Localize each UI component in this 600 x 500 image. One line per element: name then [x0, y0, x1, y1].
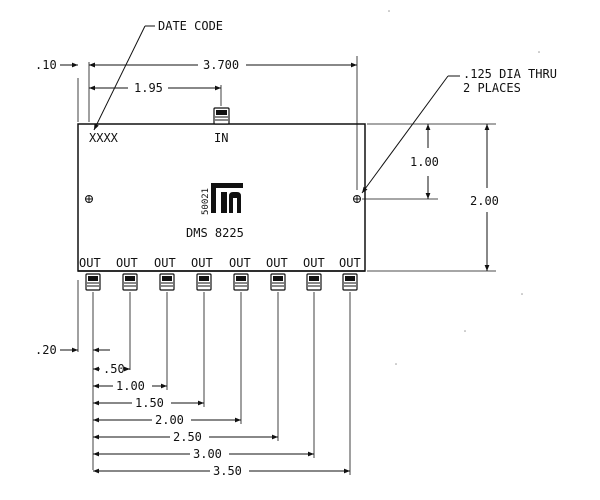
- dim-first-out-offset: .20: [35, 343, 57, 357]
- out-connector-8: [342, 273, 358, 291]
- company-logo: [211, 183, 243, 213]
- hole-note-line2: 2 PLACES: [463, 81, 521, 95]
- speck: [538, 51, 540, 53]
- in-label: IN: [214, 131, 228, 145]
- out-connector-3: [159, 273, 175, 291]
- hole-note-leader: [361, 75, 449, 194]
- speck: [388, 10, 390, 12]
- out-label-1: OUT: [79, 256, 101, 270]
- speck: [395, 363, 397, 365]
- mounting-hole-left: [85, 195, 93, 203]
- out-label-4: OUT: [191, 256, 213, 270]
- dim-out-spacing-5: 2.50: [173, 430, 202, 444]
- part-number: DMS 8225: [186, 226, 244, 240]
- dim-hole-height: 1.00: [410, 155, 439, 169]
- dim-in-position: 1.95: [134, 81, 163, 95]
- hole-note-line1: .125 DIA THRU: [463, 67, 557, 81]
- out-label-5: OUT: [229, 256, 251, 270]
- dim-out-spacing-7: 3.50: [213, 464, 242, 478]
- logo-code: 50021: [201, 188, 211, 215]
- bottom-dimensions: [60, 280, 351, 475]
- out-label-6: OUT: [266, 256, 288, 270]
- dim-overall-height: 2.00: [470, 194, 499, 208]
- bottom-dim-labels: .50 1.00 1.50 2.00 2.50 3.00 3.50: [103, 362, 242, 478]
- out-label-8: OUT: [339, 256, 361, 270]
- in-connector: [213, 107, 230, 125]
- out-label-2: OUT: [116, 256, 138, 270]
- speck: [464, 330, 466, 332]
- mounting-hole-right: [353, 195, 361, 203]
- speck: [521, 293, 523, 295]
- out-connector-5: [233, 273, 249, 291]
- output-labels: OUT OUT OUT OUT OUT OUT OUT OUT: [79, 256, 361, 270]
- out-connector-6: [270, 273, 286, 291]
- dim-left-offset: .10: [35, 58, 57, 72]
- dim-out-spacing-1: .50: [103, 362, 125, 376]
- dim-out-spacing-3: 1.50: [135, 396, 164, 410]
- out-connector-2: [122, 273, 138, 291]
- date-code-leader: [93, 25, 146, 131]
- dim-out-spacing-2: 1.00: [116, 379, 145, 393]
- out-connector-7: [306, 273, 322, 291]
- date-code-text: XXXX: [89, 131, 119, 145]
- out-connector-4: [196, 273, 212, 291]
- out-label-3: OUT: [154, 256, 176, 270]
- out-connector-1: [85, 273, 101, 291]
- out-label-7: OUT: [303, 256, 325, 270]
- dim-overall-width: 3.700: [203, 58, 239, 72]
- dim-out-spacing-4: 2.00: [155, 413, 184, 427]
- date-code-label: DATE CODE: [158, 19, 223, 33]
- output-connectors: [85, 273, 358, 291]
- dim-out-spacing-6: 3.00: [193, 447, 222, 461]
